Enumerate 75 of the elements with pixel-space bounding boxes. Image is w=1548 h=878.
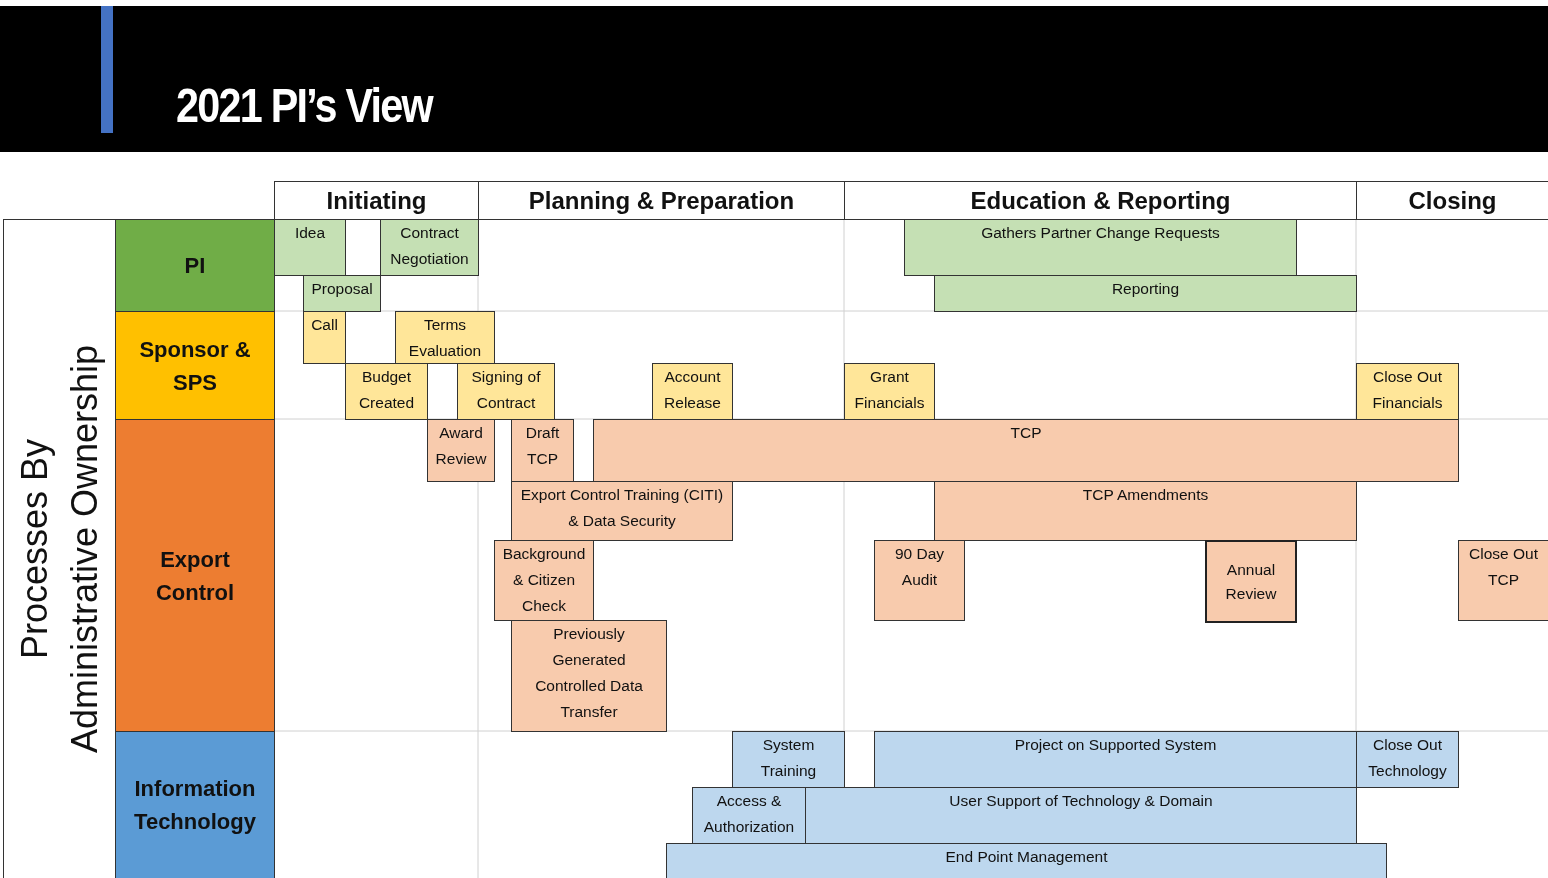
process-box bbox=[303, 311, 346, 364]
process-label: System Training bbox=[759, 735, 818, 781]
title: 2021 PI’s View bbox=[176, 78, 432, 133]
process-box bbox=[511, 419, 574, 482]
process-label: Budget Created bbox=[357, 367, 416, 413]
process-box bbox=[874, 731, 1357, 788]
process-label: Idea bbox=[293, 223, 327, 243]
phase-label: Education & Reporting bbox=[970, 185, 1231, 216]
process-label: Reporting bbox=[1110, 279, 1181, 299]
process-box bbox=[1205, 540, 1297, 623]
process-label: TCP Amendments bbox=[1081, 485, 1210, 505]
phase-header bbox=[478, 181, 845, 220]
process-label: Close Out TCP bbox=[1468, 544, 1539, 590]
process-label: Call bbox=[310, 315, 339, 335]
process-box bbox=[805, 787, 1357, 844]
process-box bbox=[874, 540, 965, 621]
phase-label: Closing bbox=[1408, 185, 1497, 216]
process-box bbox=[844, 363, 935, 420]
process-label: Gathers Partner Change Requests bbox=[980, 223, 1221, 243]
process-box bbox=[395, 311, 495, 364]
process-box bbox=[303, 275, 381, 312]
process-box bbox=[593, 419, 1459, 482]
process-box bbox=[732, 731, 845, 788]
process-label: TCP bbox=[1009, 423, 1043, 443]
process-box bbox=[666, 843, 1387, 878]
process-label: Draft TCP bbox=[524, 423, 561, 469]
process-label: Previously Generated Controlled Data Transfer bbox=[534, 624, 644, 722]
process-box bbox=[494, 540, 594, 621]
phase-header bbox=[1356, 181, 1548, 220]
process-box bbox=[934, 275, 1357, 312]
phase-header bbox=[274, 181, 479, 220]
process-label: Award Review bbox=[434, 423, 488, 469]
process-box bbox=[345, 363, 428, 420]
row-header bbox=[115, 419, 275, 732]
process-box bbox=[652, 363, 733, 420]
process-label: 90 Day Audit bbox=[893, 544, 946, 590]
process-box bbox=[457, 363, 555, 420]
process-box bbox=[692, 787, 806, 844]
row-header bbox=[115, 311, 275, 420]
row-header bbox=[115, 731, 275, 878]
process-box bbox=[511, 481, 733, 541]
process-label: Project on Supported System bbox=[1013, 735, 1218, 755]
process-label: Export Control Training (CITI) & Data Security bbox=[519, 485, 725, 531]
process-label: Background & Citizen Check bbox=[501, 544, 587, 616]
process-label: Grant Financials bbox=[853, 367, 926, 413]
process-label: User Support of Technology & Domain bbox=[948, 791, 1214, 811]
phase-label: Initiating bbox=[326, 185, 427, 216]
process-box bbox=[1356, 363, 1459, 420]
axis-title-box bbox=[3, 219, 116, 878]
process-label: Close Out Technology bbox=[1367, 735, 1448, 781]
axis-title: Processes By Administrative Ownership bbox=[12, 343, 106, 756]
process-label: Contract Negotiation bbox=[389, 223, 470, 269]
process-box bbox=[904, 219, 1297, 276]
row-label: Export Control bbox=[154, 545, 236, 607]
process-label: Terms Evaluation bbox=[407, 315, 483, 361]
row-label: Sponsor & SPS bbox=[138, 335, 252, 397]
phase-label: Planning & Preparation bbox=[528, 185, 795, 216]
row-label: PI bbox=[183, 252, 207, 280]
process-box bbox=[380, 219, 479, 276]
process-label: Access & Authorization bbox=[702, 791, 796, 837]
row-label: Information Technology bbox=[133, 775, 257, 836]
process-label: Signing of Contract bbox=[470, 367, 542, 413]
process-label: Account Release bbox=[663, 367, 722, 413]
process-box bbox=[511, 620, 667, 732]
row-header bbox=[115, 219, 275, 312]
process-label: Close Out Financials bbox=[1371, 367, 1444, 413]
phase-header bbox=[844, 181, 1357, 220]
process-box bbox=[934, 481, 1357, 541]
process-label: End Point Management bbox=[944, 847, 1109, 867]
process-box bbox=[274, 219, 346, 276]
process-box bbox=[427, 419, 495, 482]
process-label: Proposal bbox=[310, 279, 374, 299]
process-box bbox=[1458, 540, 1548, 621]
process-box bbox=[1356, 731, 1459, 788]
process-label: Annual Review bbox=[1224, 559, 1278, 604]
